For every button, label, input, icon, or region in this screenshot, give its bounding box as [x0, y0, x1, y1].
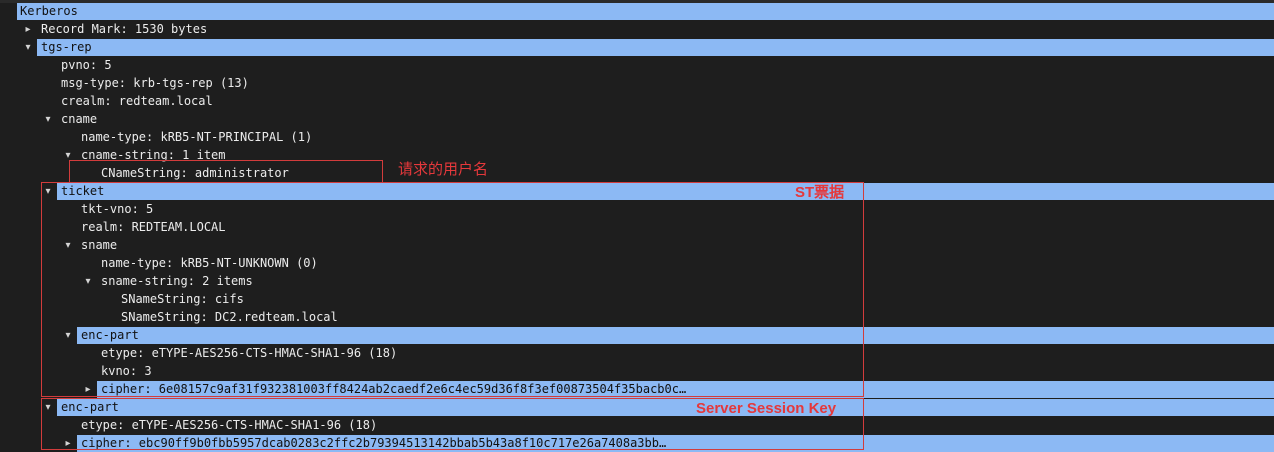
tree-row-tkt-vno[interactable]: tkt-vno: 5	[0, 201, 1274, 218]
tree-row-label: tgs-rep	[41, 40, 92, 54]
tree-row-sname-string[interactable]: ▾ sname-string: 2 items	[0, 273, 1274, 290]
tree-row-sname-name-type[interactable]: name-type: kRB5-NT-UNKNOWN (0)	[0, 255, 1274, 272]
selection-highlight	[17, 3, 1274, 20]
tree-row-label: etype: eTYPE-AES256-CTS-HMAC-SHA1-96 (18…	[101, 346, 398, 360]
tree-row-label: name-type: kRB5-NT-UNKNOWN (0)	[101, 256, 318, 270]
tree-row-label: cipher: ebc90ff9b0fbb5957dcab0283c2ffc2b…	[81, 436, 667, 450]
tree-row-cname-name-type[interactable]: name-type: kRB5-NT-PRINCIPAL (1)	[0, 129, 1274, 146]
tree-row-snamestring-cifs[interactable]: SNameString: cifs	[0, 291, 1274, 308]
session-key-annotation: Server Session Key	[696, 400, 837, 417]
tree-row-msg-type[interactable]: msg-type: krb-tgs-rep (13)	[0, 75, 1274, 92]
tree-row-label: kvno: 3	[101, 364, 152, 378]
tree-row-label: pvno: 5	[61, 58, 112, 72]
tree-row-snamestring-dc2[interactable]: SNameString: DC2.redteam.local	[0, 309, 1274, 326]
tree-row-label: realm: REDTEAM.LOCAL	[81, 220, 226, 234]
chevron-right-icon[interactable]: ▸	[65, 438, 71, 449]
tree-row-label: CNameString: administrator	[101, 166, 289, 180]
chevron-right-icon[interactable]: ▸	[85, 384, 91, 395]
chevron-down-icon[interactable]: ▾	[45, 114, 51, 125]
tree-row-label: cname	[61, 112, 98, 126]
tree-row-label: SNameString: cifs	[121, 292, 244, 306]
cut-off-row	[0, 0, 1274, 3]
tree-row-ticket-enc-part[interactable]: ▾ enc-part	[0, 327, 1274, 344]
tree-row-label: cipher: 6e08157c9af31f932381003ff8424ab2…	[101, 382, 687, 396]
chevron-down-icon[interactable]: ▾	[25, 42, 31, 53]
tree-row-kvno[interactable]: kvno: 3	[0, 363, 1274, 380]
tree-row-cname[interactable]: ▾ cname	[0, 111, 1274, 128]
chevron-down-icon[interactable]: ▾	[65, 240, 71, 251]
selection-highlight	[57, 399, 1274, 416]
tree-row-cname-string[interactable]: ▾ cname-string: 1 item	[0, 147, 1274, 164]
tree-row-sname[interactable]: ▾ sname	[0, 237, 1274, 254]
tree-row-label: Kerberos	[20, 4, 78, 18]
tree-row-label: sname-string: 2 items	[101, 274, 253, 288]
chevron-down-icon[interactable]: ▾	[45, 186, 51, 197]
selection-highlight	[37, 39, 1274, 56]
chevron-right-icon[interactable]: ▸	[25, 24, 31, 35]
chevron-down-icon[interactable]: ▾	[45, 402, 51, 413]
tree-row-kerberos[interactable]: Kerberos	[0, 3, 1274, 20]
selection-highlight	[77, 435, 1274, 452]
tree-row-ticket[interactable]: ▾ ticket	[0, 183, 1274, 200]
tree-row-label: cname-string: 1 item	[81, 148, 226, 162]
tree-row-label: crealm: redteam.local	[61, 94, 213, 108]
tree-row-crealm[interactable]: crealm: redteam.local	[0, 93, 1274, 110]
tree-row-pvno[interactable]: pvno: 5	[0, 57, 1274, 74]
tree-row-label: name-type: kRB5-NT-PRINCIPAL (1)	[81, 130, 313, 144]
username-annotation: 请求的用户名	[398, 161, 489, 178]
tree-row-label: SNameString: DC2.redteam.local	[121, 310, 338, 324]
tree-row-label: enc-part	[61, 400, 119, 414]
tree-row-enc-part-etype[interactable]: etype: eTYPE-AES256-CTS-HMAC-SHA1-96 (18…	[0, 417, 1274, 434]
tree-row-cnamestring[interactable]: CNameString: administrator	[0, 165, 1274, 182]
tree-row-label: msg-type: krb-tgs-rep (13)	[61, 76, 249, 90]
tree-row-label: Record Mark: 1530 bytes	[41, 22, 208, 36]
tree-row-ticket-cipher[interactable]: ▸ cipher: 6e08157c9af31f932381003ff8424a…	[0, 381, 1274, 398]
tree-row-label: tkt-vno: 5	[81, 202, 154, 216]
tree-row-label: ticket	[61, 184, 105, 198]
tree-row-ticket-etype[interactable]: etype: eTYPE-AES256-CTS-HMAC-SHA1-96 (18…	[0, 345, 1274, 362]
selection-highlight	[97, 381, 1274, 398]
tree-row-tgs-rep[interactable]: ▾ tgs-rep	[0, 39, 1274, 56]
chevron-down-icon[interactable]: ▾	[65, 330, 71, 341]
selection-highlight	[77, 327, 1274, 344]
tree-row-label: enc-part	[81, 328, 139, 342]
selection-highlight	[57, 183, 1274, 200]
tree-row-enc-part[interactable]: ▾ enc-part	[0, 399, 1274, 416]
chevron-down-icon[interactable]: ▾	[85, 276, 91, 287]
tree-row-enc-part-cipher[interactable]: ▸ cipher: ebc90ff9b0fbb5957dcab0283c2ffc…	[0, 435, 1274, 452]
tree-row-realm[interactable]: realm: REDTEAM.LOCAL	[0, 219, 1274, 236]
chevron-down-icon[interactable]: ▾	[65, 150, 71, 161]
tree-row-label: sname	[81, 238, 118, 252]
tree-row-label: etype: eTYPE-AES256-CTS-HMAC-SHA1-96 (18…	[81, 418, 378, 432]
ticket-annotation: ST票据	[795, 184, 845, 201]
tree-row-record-mark[interactable]: ▸ Record Mark: 1530 bytes	[0, 21, 1274, 38]
